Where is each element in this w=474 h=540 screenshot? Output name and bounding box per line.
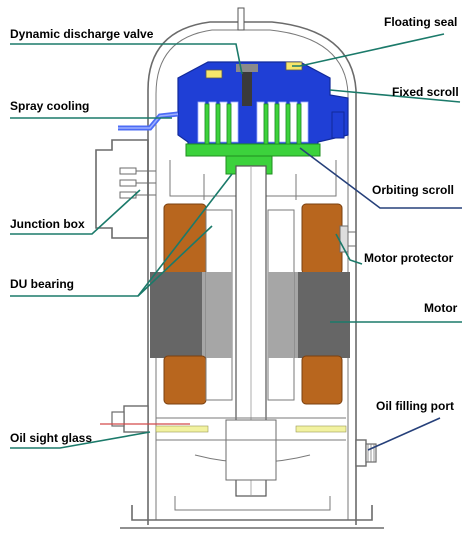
label-du-bearing: DU bearing [10, 277, 74, 291]
oil-sight-glass-fitting [112, 406, 148, 432]
label-oil-sight-glass: Oil sight glass [10, 431, 92, 445]
label-motor-protector: Motor protector [364, 251, 454, 265]
label-junction-box: Junction box [10, 217, 85, 231]
label-motor: Motor [424, 301, 458, 315]
label-floating-seal: Floating seal [384, 15, 457, 29]
motor-protector [340, 226, 356, 252]
junction-box [96, 140, 156, 238]
fixed-scroll [178, 62, 348, 148]
label-spray-cooling: Spray cooling [10, 99, 89, 113]
label-fixed-scroll: Fixed scroll [392, 85, 459, 99]
label-dynamic-discharge-valve: Dynamic discharge valve [10, 27, 154, 41]
label-orbiting-scroll: Orbiting scroll [372, 183, 454, 197]
label-oil-filling-port: Oil filling port [376, 399, 454, 413]
oil-filling-port [356, 440, 376, 466]
